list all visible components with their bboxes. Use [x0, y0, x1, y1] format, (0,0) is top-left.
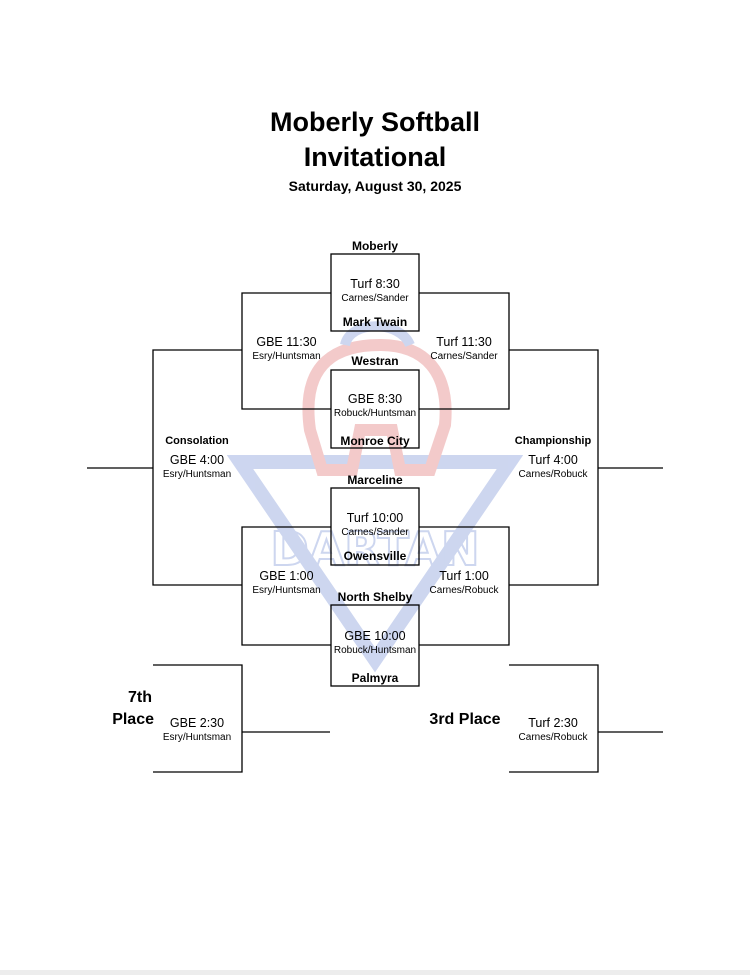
game1-time: Turf 8:30 [350, 277, 400, 291]
page-title-line2: Invitational [303, 142, 447, 172]
game4-time: GBE 10:00 [344, 629, 406, 643]
seventh-place-label-line2: Place [112, 711, 154, 728]
championship-label: Championship [514, 435, 592, 447]
game2-umpires: Robuck/Huntsman [333, 408, 417, 419]
game3-time: Turf 10:00 [346, 511, 404, 525]
game3-team-bottom: Owensville [343, 549, 407, 563]
game2-team-top: Westran [351, 354, 399, 368]
event-date: Saturday, August 30, 2025 [288, 178, 462, 194]
semi-winners-bottom-time: Turf 1:00 [439, 569, 489, 583]
game2-time: GBE 8:30 [347, 392, 403, 406]
game4-team-top: North Shelby [337, 590, 413, 604]
semi-losers-bottom-time: GBE 1:00 [259, 569, 314, 583]
championship-bracket [509, 349, 599, 586]
semi-losers-bottom-umpires: Esry/Huntsman [252, 585, 321, 596]
championship-umpires: Carnes/Robuck [518, 469, 588, 480]
semi-losers-top-bracket [241, 292, 331, 410]
third-place-time: Turf 2:30 [528, 716, 578, 730]
semi-winners-top-umpires: Carnes/Sander [430, 351, 498, 362]
consolation-time: GBE 4:00 [169, 453, 225, 467]
consolation-bracket [152, 349, 242, 586]
semi-losers-top-time: GBE 11:30 [256, 335, 317, 349]
seventh-place-label-line1: 7th [128, 689, 152, 706]
game1-team-bottom: Mark Twain [342, 315, 408, 329]
semi-winners-bottom-umpires: Carnes/Robuck [429, 585, 499, 596]
logo-wordmark: DARTAN [270, 522, 479, 576]
page-title-line1: Moberly Softball [269, 107, 480, 137]
page-bottom-edge [0, 970, 750, 975]
game2-team-bottom: Monroe City [340, 434, 410, 448]
game1-umpires: Carnes/Sander [341, 293, 409, 304]
seventh-place-time: GBE 2:30 [169, 716, 225, 730]
game3-team-top: Marceline [347, 473, 403, 487]
third-place-label: 3rd Place [429, 711, 501, 728]
semi-winners-top-time: Turf 11:30 [436, 335, 492, 349]
game3-umpires: Carnes/Sander [341, 527, 409, 538]
logo-triangle [226, 455, 524, 673]
seventh-place-bracket [153, 664, 243, 773]
semi-losers-bottom-bracket [241, 526, 331, 646]
third-place-umpires: Carnes/Robuck [518, 732, 588, 743]
semi-losers-top-umpires: Esry/Huntsman [252, 351, 321, 362]
game4-umpires: Robuck/Huntsman [333, 645, 417, 656]
championship-time: Turf 4:00 [528, 453, 578, 467]
consolation-umpires: Esry/Huntsman [162, 469, 232, 480]
logo-helmet [302, 338, 452, 476]
game1-team-top: Moberly [351, 239, 398, 253]
third-place-bracket [509, 664, 599, 773]
game4-team-bottom: Palmyra [351, 671, 399, 685]
semi-winners-top-bracket [419, 292, 510, 410]
consolation-label: Consolation [165, 435, 229, 447]
logo-crest [340, 321, 415, 348]
semi-winners-bottom-bracket [419, 526, 510, 646]
seventh-place-umpires: Esry/Huntsman [162, 732, 232, 743]
